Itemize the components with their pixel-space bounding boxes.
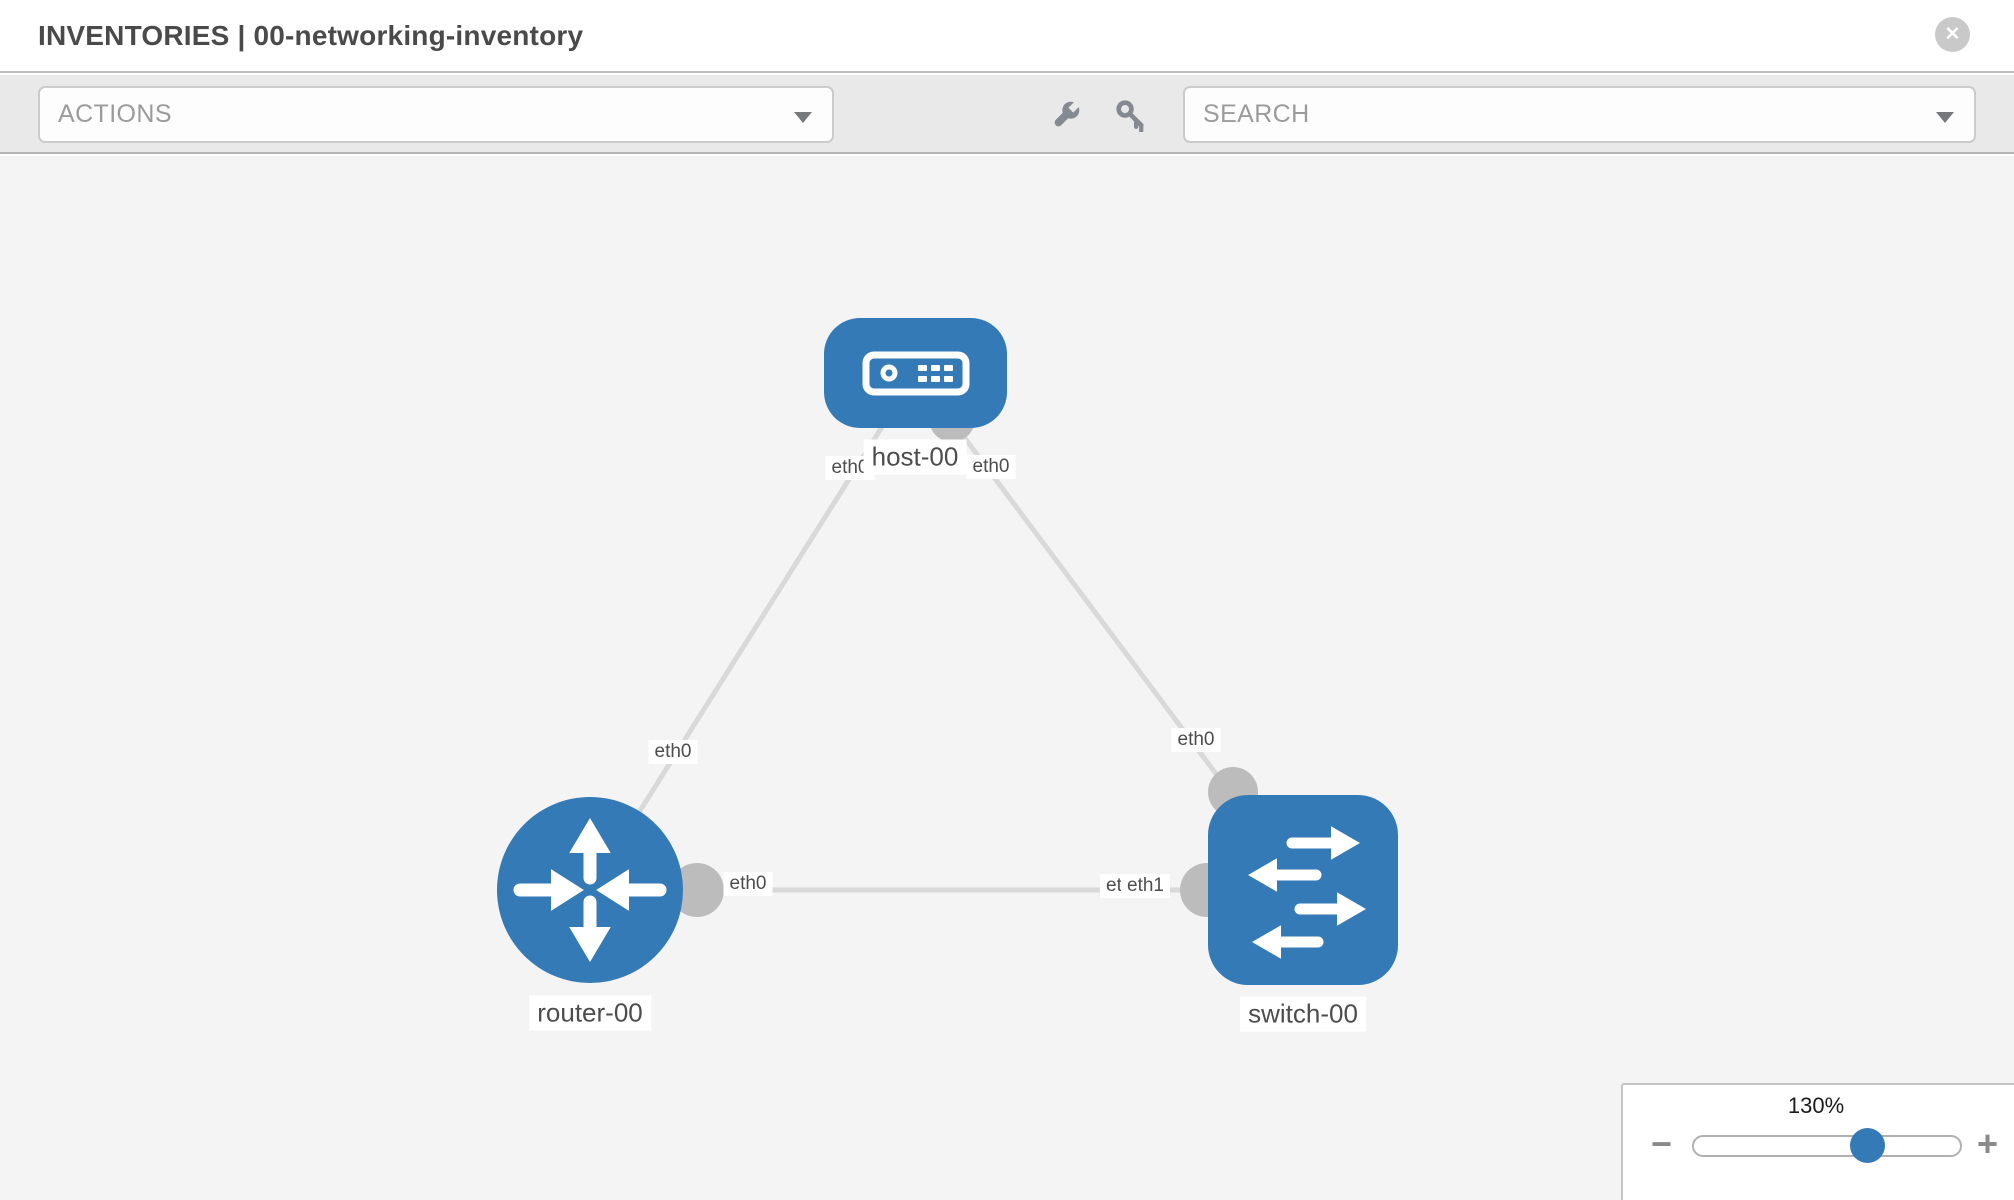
zoom-slider-thumb[interactable] bbox=[1850, 1128, 1885, 1163]
search-dropdown[interactable]: SEARCH bbox=[1183, 86, 1976, 143]
topology-canvas[interactable]: eth0 host-00 eth0 eth0 eth0 eth0 eth1 et… bbox=[0, 156, 2014, 1200]
interface-label: eth0 bbox=[648, 740, 698, 764]
node-router-00[interactable] bbox=[497, 797, 683, 983]
switch-icon bbox=[1247, 826, 1367, 959]
toolbar: ACTIONS SEARCH bbox=[0, 75, 2014, 154]
node-host-00[interactable] bbox=[824, 318, 1007, 428]
node-label-host: host-00 bbox=[863, 439, 967, 475]
key-icon[interactable] bbox=[1114, 98, 1148, 132]
interface-dot bbox=[670, 863, 724, 917]
zoom-slider-track[interactable] bbox=[1692, 1128, 1962, 1163]
interface-label: eth0 bbox=[723, 872, 773, 896]
actions-dropdown[interactable]: ACTIONS bbox=[38, 86, 834, 143]
zoom-level-value: 130% bbox=[1787, 1093, 1845, 1118]
search-input[interactable]: SEARCH bbox=[1203, 100, 1310, 128]
header-bar: INVENTORIES | 00-networking-inventory ✕ bbox=[0, 0, 2014, 73]
close-icon[interactable]: ✕ bbox=[1935, 17, 1970, 52]
host-icon bbox=[862, 351, 970, 396]
zoom-out-button[interactable]: − bbox=[1651, 1123, 1673, 1164]
page-title: INVENTORIES | 00-networking-inventory bbox=[38, 20, 584, 51]
chevron-down-icon bbox=[794, 112, 812, 123]
node-label-router: router-00 bbox=[529, 995, 651, 1031]
chevron-down-icon bbox=[1936, 112, 1954, 123]
interface-label: eth0 bbox=[966, 455, 1016, 479]
interface-label: eth1 bbox=[1121, 874, 1170, 898]
zoom-in-button[interactable]: + bbox=[1977, 1123, 1999, 1164]
interface-label: eth0 bbox=[1171, 728, 1221, 752]
node-label-switch: switch-00 bbox=[1240, 996, 1366, 1032]
wrench-icon[interactable] bbox=[1049, 98, 1083, 132]
node-switch-00[interactable] bbox=[1208, 795, 1398, 985]
actions-dropdown-label: ACTIONS bbox=[58, 100, 172, 128]
zoom-control-panel: 130% − + bbox=[1621, 1083, 2014, 1200]
router-icon bbox=[513, 818, 667, 962]
